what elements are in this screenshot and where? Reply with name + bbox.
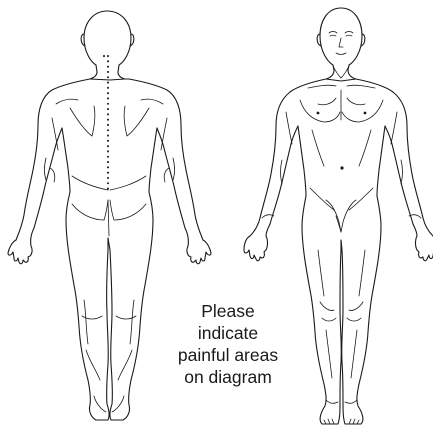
instruction-line: indicate	[166, 322, 290, 344]
instruction-line: painful areas	[166, 344, 290, 366]
instruction-line: on diagram	[166, 366, 290, 388]
instruction-line: Please	[166, 300, 290, 322]
instruction-text: Please indicate painful areas on diagram	[166, 300, 290, 388]
